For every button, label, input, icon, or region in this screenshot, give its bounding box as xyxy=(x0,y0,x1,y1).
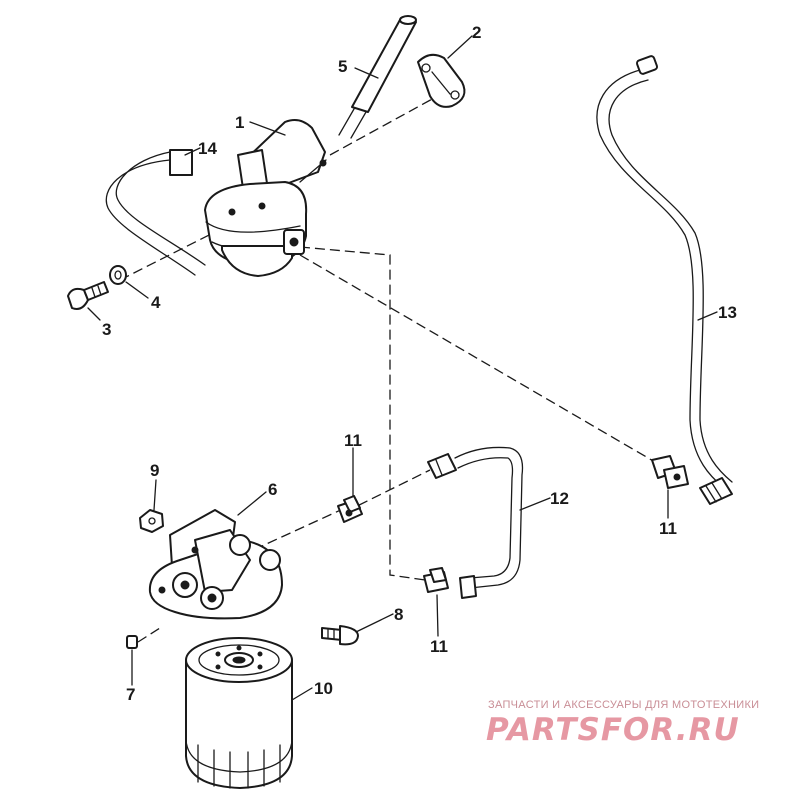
assembly-guide-lines xyxy=(119,91,656,643)
callout-2: 2 xyxy=(472,23,481,42)
gasket xyxy=(417,53,466,108)
callout-11-right: 11 xyxy=(659,519,677,538)
watermark-logo: PARTSFOR.RU xyxy=(486,712,740,748)
callout-4: 4 xyxy=(151,293,161,312)
push-rod xyxy=(338,15,417,139)
callout-11-lower: 11 xyxy=(430,637,448,656)
leader-lines xyxy=(87,35,718,701)
callout-3: 3 xyxy=(102,320,111,339)
callout-5: 5 xyxy=(338,57,347,76)
callout-11-center: 11 xyxy=(344,431,362,450)
nut-9 xyxy=(139,509,164,533)
filter-element xyxy=(185,637,293,789)
plug-7 xyxy=(126,635,138,649)
fuel-pump xyxy=(204,119,327,277)
filter-base xyxy=(148,509,283,620)
callout-12: 12 xyxy=(550,489,569,508)
callout-9: 9 xyxy=(150,461,159,480)
callout-1: 1 xyxy=(235,113,244,132)
callout-10: 10 xyxy=(314,679,333,698)
fitting-11-lower xyxy=(423,567,449,593)
callout-13: 13 xyxy=(718,303,737,322)
lock-washer xyxy=(109,265,127,285)
fuel-line-13 xyxy=(596,55,733,505)
fuel-line-12 xyxy=(427,446,524,599)
callout-14: 14 xyxy=(198,139,217,158)
vent-hose xyxy=(105,149,206,276)
callout-6: 6 xyxy=(268,480,277,499)
fitting-11-right xyxy=(651,455,689,489)
bolt-8 xyxy=(321,625,359,646)
callout-7: 7 xyxy=(126,685,135,704)
fitting-11-center xyxy=(337,495,363,523)
callouts: 1 2 3 4 5 6 7 8 9 10 11 11 11 12 13 14 xyxy=(102,23,737,704)
callout-8: 8 xyxy=(394,605,403,624)
watermark-tagline: ЗАПЧАСТИ И АКСЕССУАРЫ ДЛЯ МОТОТЕХНИКИ xyxy=(488,699,760,711)
bolt-3 xyxy=(67,281,109,310)
